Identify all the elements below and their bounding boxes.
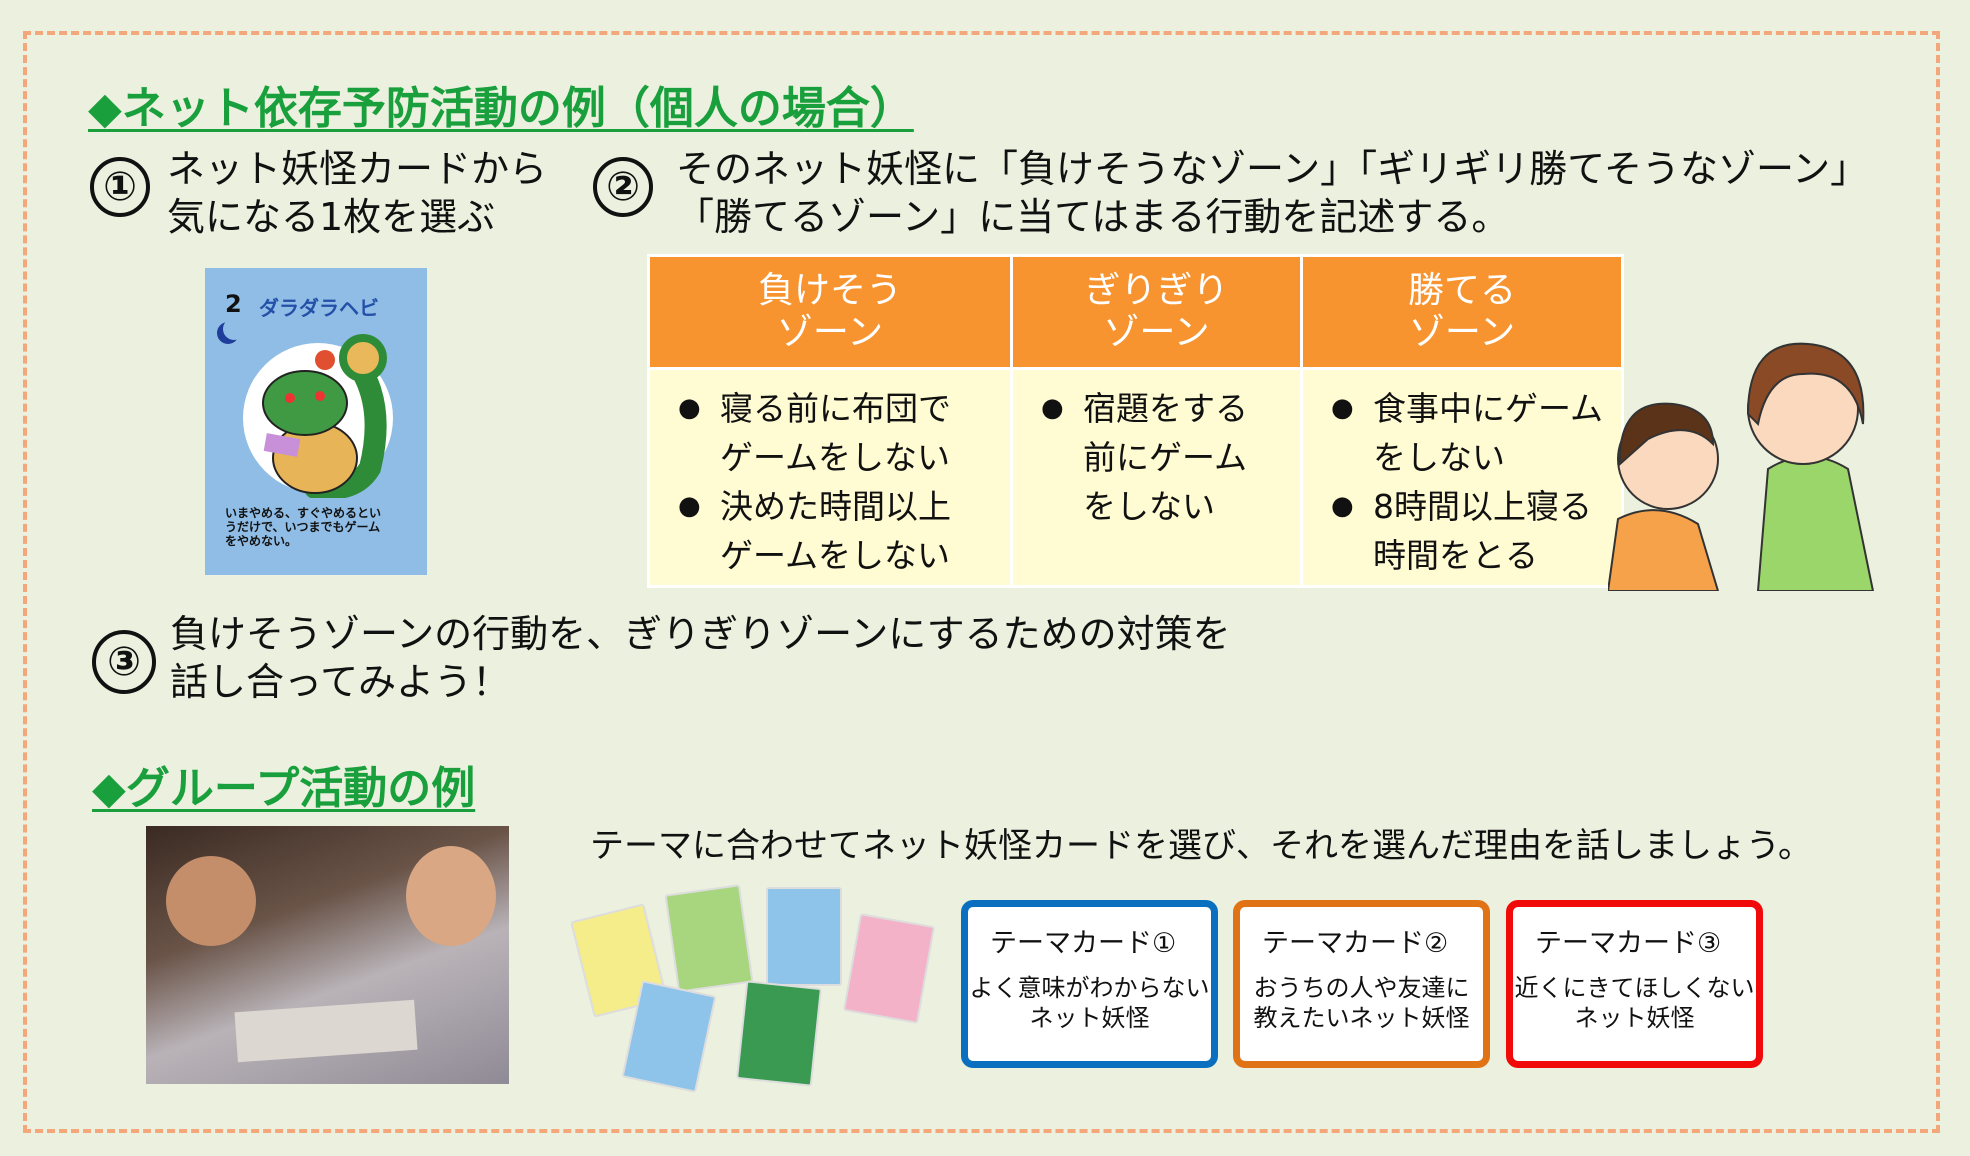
snake-illustration [262,334,387,498]
people-illustration [1608,342,1875,591]
step-1-line: 気になる1枚を選ぶ [167,195,496,239]
step-3-line: 負けそうゾーンの行動を、ぎりぎりゾーンにするための対策を [170,612,1231,656]
yokai-cards-cluster [570,879,936,1093]
mini-card [842,913,936,1024]
zone-header-close: ぎりぎりゾーン [1010,254,1303,370]
theme-card-title: テーマカード① [990,928,1177,959]
group-activity-photo [146,826,509,1084]
step-number-2: ② [593,157,653,217]
photo-child-left [166,856,256,946]
step-2-text: そのネット妖怪に「負けそうなゾーン」「ギリギリ勝てそうなゾーン」 「勝てるゾーン… [676,145,1868,241]
dashed-frame [23,31,1940,1133]
step-1-text: ネット妖怪カードから 気になる1枚を選ぶ [167,145,547,241]
step-number-3: ③ [92,630,156,694]
step-3-text: 負けそうゾーンの行動を、ぎりぎりゾーンにするための対策を 話し合ってみよう！ [170,610,1231,706]
theme-card-body: よく意味がわからないネット妖怪 [969,974,1210,1032]
group-instruction: テーマに合わせてネット妖怪カードを選び、それを選んだ理由を話しましょう。 [590,826,1812,866]
photo-table-cards [234,999,418,1063]
card-name: ダラダラヘビ [259,296,379,320]
theme-card-title: テーマカード③ [1535,928,1722,959]
mini-card [766,887,842,986]
step-2-line: 「勝てるゾーン」に当てはまる行動を記述する。 [676,195,1510,239]
mini-card [664,884,754,993]
zone-header-win: 勝てるゾーン [1300,254,1624,370]
step-3-line: 話し合ってみよう！ [170,660,511,704]
zone-header-lose: 負けそうゾーン [647,254,1013,370]
card-number: 2 [225,290,242,318]
section-heading-group: ◆グループ活動の例 [92,763,476,814]
photo-child-right [406,846,496,946]
theme-card-body: 近くにきてほしくないネット妖怪 [1514,974,1755,1032]
step-1-line: ネット妖怪カードから [167,147,548,191]
mini-card [736,980,822,1087]
theme-card-1: テーマカード① よく意味がわからないネット妖怪 [961,900,1218,1068]
card-description: いまやめる、すぐやめるというだけで、いつまでもゲームをやめない。 [225,506,382,548]
yokai-card-image: 2 ダラダラヘビ いまやめる、すぐやめるというだけで、いつまでもゲームをやめない… [205,268,427,575]
moon-icon [223,318,245,340]
theme-card-title: テーマカード② [1262,928,1449,959]
theme-card-3: テーマカード③ 近くにきてほしくないネット妖怪 [1506,900,1763,1068]
section-heading-individual: ◆ネット依存予防活動の例（個人の場合） [88,83,914,134]
theme-card-2: テーマカード② おうちの人や友達に教えたいネット妖怪 [1233,900,1490,1068]
step-number-1: ① [90,157,150,217]
step-2-line: そのネット妖怪に「負けそうなゾーン」「ギリギリ勝てそうなゾーン」 [676,147,1869,191]
theme-card-body: おうちの人や友達に教えたいネット妖怪 [1253,974,1470,1032]
